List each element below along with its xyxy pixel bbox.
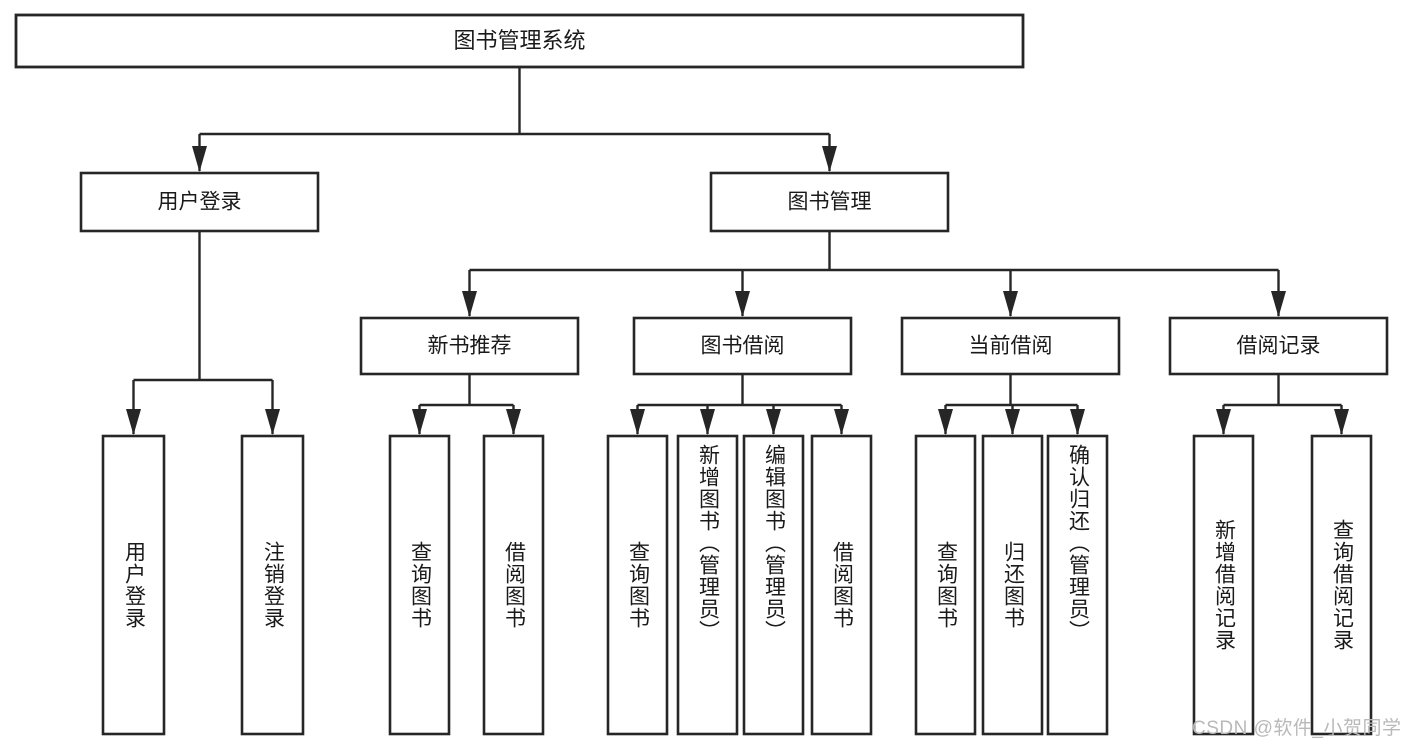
arrow-to-leaf-confirm-return (1070, 409, 1085, 435)
node-book-manage-label: 图书管理 (788, 191, 872, 214)
node-book-borrow-label: 图书借阅 (701, 335, 785, 358)
arrow-to-leaf-add-record (1216, 409, 1231, 435)
arrow-to-current-borrow (1003, 291, 1018, 317)
node-leaf-query-book-2[interactable] (606, 434, 669, 736)
node-leaf-user-login-rect (101, 434, 166, 736)
node-leaf-add-book[interactable] (676, 434, 739, 736)
node-current-borrow-label: 当前借阅 (969, 335, 1053, 358)
node-root[interactable] (14, 13, 1025, 69)
node-leaf-borrow-book-1-rect (482, 434, 545, 736)
arrow-to-leaf-add-book (700, 409, 715, 435)
node-leaf-query-book-1[interactable] (388, 434, 451, 736)
node-leaf-edit-book[interactable] (742, 434, 805, 736)
node-leaf-query-record[interactable] (1310, 434, 1373, 736)
node-leaf-add-record[interactable] (1192, 434, 1255, 736)
arrow-to-book-manage (822, 146, 837, 172)
node-leaf-user-login[interactable] (101, 434, 166, 736)
arrow-to-leaf-edit-book (766, 409, 781, 435)
node-leaf-borrow-book-2-rect (810, 434, 873, 736)
node-new-book-recommend-rect (359, 316, 580, 376)
watermark-text: CSDN @软件_小贺同学 (1192, 718, 1402, 739)
node-leaf-add-book-rect (676, 434, 739, 736)
node-leaf-query-book-3-rect (914, 434, 977, 736)
node-leaf-add-record-rect (1192, 434, 1255, 736)
node-root-label: 图书管理系统 (453, 28, 585, 53)
node-borrow-record-label: 借阅记录 (1237, 335, 1321, 358)
node-new-book-recommend-label: 新书推荐 (428, 335, 512, 358)
node-root-rect (14, 13, 1025, 69)
node-current-borrow-rect (900, 316, 1121, 376)
node-leaf-query-record-rect (1310, 434, 1373, 736)
node-leaf-logout-rect (240, 434, 305, 736)
node-user-login-label: 用户登录 (158, 191, 242, 214)
arrow-to-leaf-borrow-book-1 (506, 409, 521, 435)
node-user-login-rect (79, 171, 320, 233)
arrow-to-leaf-query-book-2 (630, 409, 645, 435)
node-leaf-borrow-book-1[interactable] (482, 434, 545, 736)
arrow-to-leaf-user-login (126, 409, 141, 435)
arrow-to-leaf-query-book-3 (938, 409, 953, 435)
node-leaf-query-book-3[interactable] (914, 434, 977, 736)
node-leaf-query-book-1-rect (388, 434, 451, 736)
arrow-to-borrow-record (1271, 291, 1286, 317)
node-leaf-query-book-2-rect (606, 434, 669, 736)
arrow-to-user-login (192, 146, 207, 172)
node-leaf-confirm-return-rect (1046, 434, 1109, 736)
arrow-to-book-borrow (735, 291, 750, 317)
node-user-login[interactable] (79, 171, 320, 233)
arrow-to-leaf-query-book-1 (412, 409, 427, 435)
arrow-to-leaf-borrow-book-2 (834, 409, 849, 435)
arrow-to-leaf-logout (265, 409, 280, 435)
node-leaf-edit-book-rect (742, 434, 805, 736)
arrow-to-leaf-query-record (1334, 409, 1349, 435)
node-new-book-recommend[interactable] (359, 316, 580, 376)
node-leaf-logout[interactable] (240, 434, 305, 736)
node-leaf-borrow-book-2[interactable] (810, 434, 873, 736)
arrow-to-leaf-return-book (1005, 409, 1020, 435)
node-leaf-return-book[interactable] (981, 434, 1044, 736)
arrow-to-new-book-recommend (462, 291, 477, 317)
node-leaf-return-book-rect (981, 434, 1044, 736)
node-current-borrow[interactable] (900, 316, 1121, 376)
node-leaf-confirm-return[interactable] (1046, 434, 1109, 736)
